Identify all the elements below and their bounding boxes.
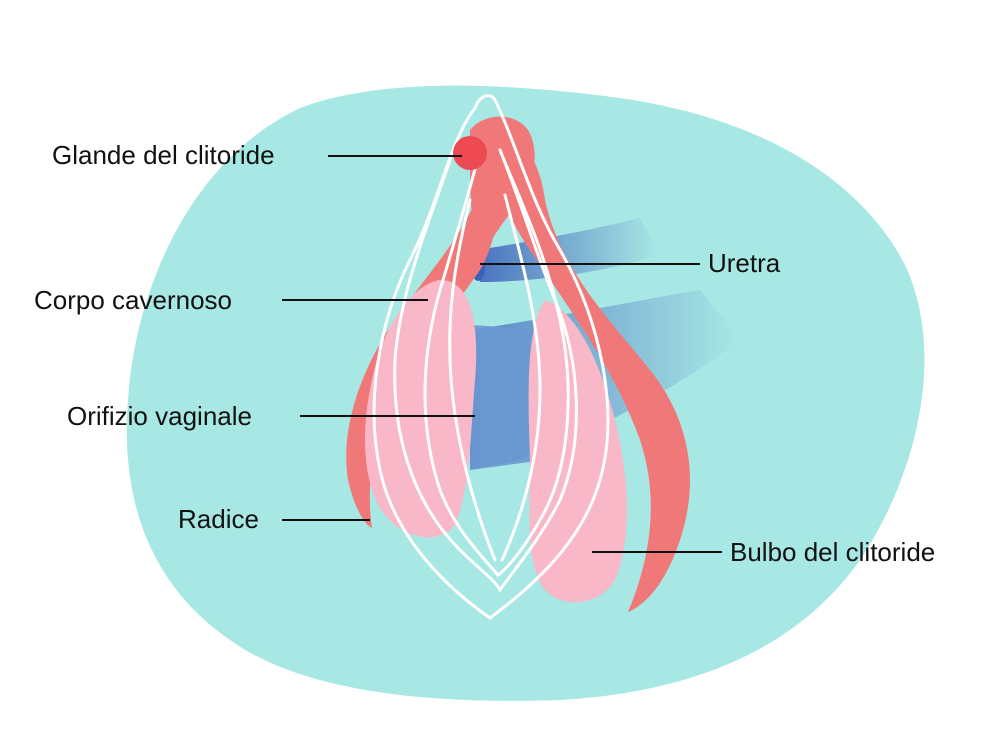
label-root: Radice [178,504,259,534]
leader-lines [282,155,722,553]
label-bulb: Bulbo del clitoride [730,537,936,567]
label-vaginal-opening: Orifizio vaginale [67,401,252,431]
label-urethra: Uretra [708,248,781,278]
glans [453,136,487,170]
label-corpus: Corpo cavernoso [34,285,232,315]
right-bulb [528,300,628,603]
label-glans: Glande del clitoride [52,140,275,170]
labia-outline [372,94,610,620]
left-crus [346,175,500,528]
vaginal-canal-front [470,325,545,470]
